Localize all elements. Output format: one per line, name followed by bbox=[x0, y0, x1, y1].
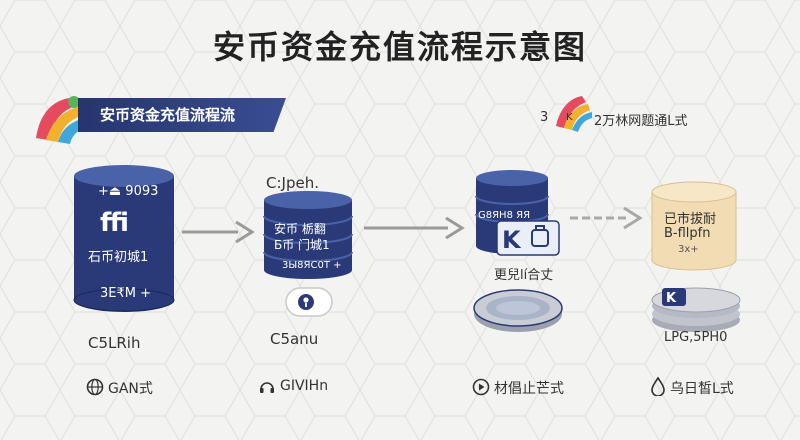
stage-4-line-1: 已市拔耐 bbox=[664, 212, 717, 227]
stage-2-line-3: 3Ы8ЯС0Т + bbox=[282, 260, 342, 271]
stage-4-disk-stack: K bbox=[651, 287, 741, 332]
svg-text:K: K bbox=[566, 112, 573, 123]
stage-4-cream-cylinder bbox=[651, 181, 737, 271]
stage-1-cylinder bbox=[73, 165, 175, 312]
stage-4-line-3: 3x+ bbox=[678, 244, 699, 255]
stage-4-line-2: B-fllpfn bbox=[664, 226, 711, 241]
flow-arrow-1 bbox=[182, 220, 255, 244]
stage-4-step-label: 乌日皙L式 bbox=[670, 381, 734, 397]
stage-1-step-label: GAN式 bbox=[108, 381, 153, 397]
top-right-prefix: 3 bbox=[540, 110, 549, 125]
svg-text:K: K bbox=[666, 291, 677, 306]
brand-logo-small-icon: K bbox=[556, 96, 592, 132]
flow-arrow-3 bbox=[570, 206, 643, 230]
svg-text:K: K bbox=[502, 226, 522, 254]
globe-icon bbox=[86, 378, 104, 396]
stage-3-step-label: 材倡止芒式 bbox=[494, 381, 564, 397]
stage-2-line-1: 安币 栃翻 bbox=[274, 222, 326, 236]
page-title: 安币资金充值流程示意图 bbox=[212, 28, 587, 66]
stage-3-disk bbox=[473, 289, 563, 332]
stage-4-caption: LPG,5PH0 bbox=[664, 330, 728, 345]
stage-2-step-label: GIVIHn bbox=[280, 378, 329, 394]
stage-3-sub-label: 更兒lí合丈 bbox=[494, 268, 554, 283]
stage-3-line-1: G8ЯH8 ЯЯ bbox=[478, 210, 531, 221]
stage-1-caption: C5LRih bbox=[88, 334, 141, 352]
section-banner-label: 安币资金充值流程流 bbox=[100, 106, 236, 124]
play-icon bbox=[472, 378, 490, 396]
stage-2-cylinder-stack bbox=[263, 191, 353, 279]
top-right-text: 2万林网题通L式 bbox=[594, 114, 688, 129]
section-banner bbox=[78, 98, 286, 132]
flow-arrow-2 bbox=[364, 216, 465, 240]
stage-1-top-line: +⏏ 9093 bbox=[98, 184, 159, 199]
stage-2-line-2: Б币 门城1 bbox=[274, 238, 330, 252]
stage-2-heading: C:Jpeh. bbox=[266, 174, 319, 192]
stage-2-caption: C5anu bbox=[270, 330, 319, 348]
stage-1-mid-line: 石币初城1 bbox=[88, 250, 149, 265]
stage-1-glyph: ffi bbox=[100, 208, 129, 238]
drop-icon bbox=[651, 376, 665, 396]
location-pin-icon bbox=[285, 287, 333, 317]
k-icon: K bbox=[496, 220, 560, 256]
headset-icon bbox=[260, 382, 274, 393]
stage-1-bottom-line: 3E₹M + bbox=[100, 286, 151, 301]
